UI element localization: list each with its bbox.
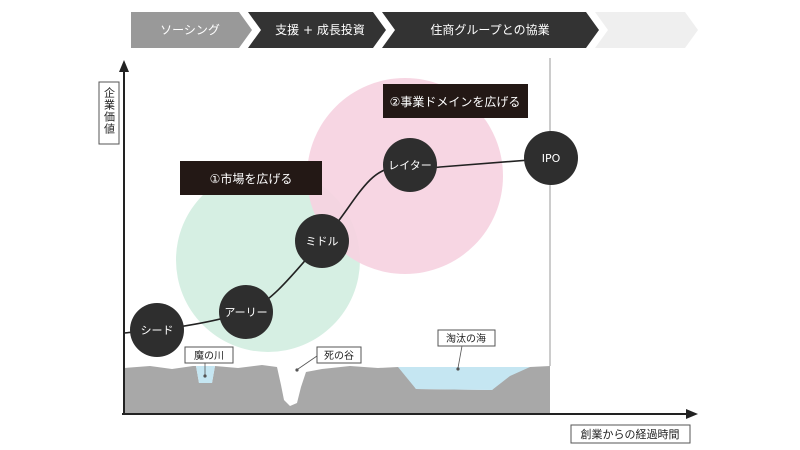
- y-axis-label-text: 企業価値: [103, 86, 116, 135]
- stage-node-circle: [295, 214, 349, 268]
- callout-label: 淘汰の海: [446, 332, 486, 345]
- stage-node-later: レイター: [383, 138, 437, 192]
- x-axis-label-text: 創業からの経過時間: [581, 427, 680, 441]
- phase-label-support-investment: 支援 + 成長投資: [275, 22, 365, 37]
- x-axis-label: 創業からの経過時間: [570, 424, 691, 444]
- callout-box: [316, 346, 362, 364]
- stage-node-label: レイター: [388, 159, 432, 172]
- callout-box: [437, 329, 496, 347]
- callout-label: 死の谷: [324, 350, 354, 362]
- callout-dot: [295, 368, 299, 372]
- callout-dot: [203, 374, 207, 378]
- callout-label: 魔の川: [194, 349, 224, 362]
- callout-leader: [297, 355, 318, 370]
- phase-chevron-sourcing: [131, 12, 252, 48]
- banner-expand-market: ①市場を広げる: [180, 161, 322, 195]
- callout-river: 魔の川: [184, 346, 234, 378]
- stage-node-label: アーリー: [224, 306, 267, 319]
- phase-label-sourcing: ソーシング: [160, 23, 220, 37]
- phase-chevron-group-collaboration: [382, 12, 599, 48]
- sea-water: [398, 367, 530, 390]
- callout-valley: 死の谷: [295, 346, 362, 372]
- phase-bar: ソーシング 支援 + 成長投資 住商グループとの協業: [131, 12, 698, 48]
- callout-sea: 淘汰の海: [437, 329, 496, 371]
- callout-dot: [456, 367, 460, 371]
- stage-node-early: アーリー: [219, 285, 273, 339]
- stage-node-label: シード: [141, 324, 174, 337]
- stage-node-middle: ミドル: [295, 214, 349, 268]
- terrain: [124, 365, 550, 414]
- stage-node-label: IPO: [542, 152, 561, 165]
- callout-leader: [457, 345, 463, 369]
- banner-label: ①市場を広げる: [210, 171, 293, 186]
- callout-box: [184, 346, 234, 364]
- y-axis-arrow: [119, 60, 129, 72]
- banner-expand-domain: ②事業ドメインを広げる: [383, 84, 528, 118]
- stage-node-circle: [219, 285, 273, 339]
- phase-chevron-support-investment: [248, 12, 386, 48]
- y-axis-label: 企業価値: [98, 81, 120, 145]
- y-axis-label-box: [98, 81, 120, 145]
- stage-node-seed: シード: [130, 303, 184, 357]
- stage-node-label: ミドル: [306, 235, 339, 248]
- banner-box: [383, 84, 528, 118]
- x-axis-label-box: [570, 424, 691, 444]
- stage-node-circle: [383, 138, 437, 192]
- x-axis-arrow: [686, 409, 698, 419]
- phase-chevron-empty: [595, 12, 698, 48]
- stage-node-ipo: IPO: [524, 131, 578, 185]
- banner-label: ②事業ドメインを広げる: [390, 95, 521, 109]
- stage-node-circle: [524, 131, 578, 185]
- banner-box: [180, 161, 322, 195]
- stage-node-circle: [130, 303, 184, 357]
- phase-label-group-collaboration: 住商グループとの協業: [430, 22, 549, 37]
